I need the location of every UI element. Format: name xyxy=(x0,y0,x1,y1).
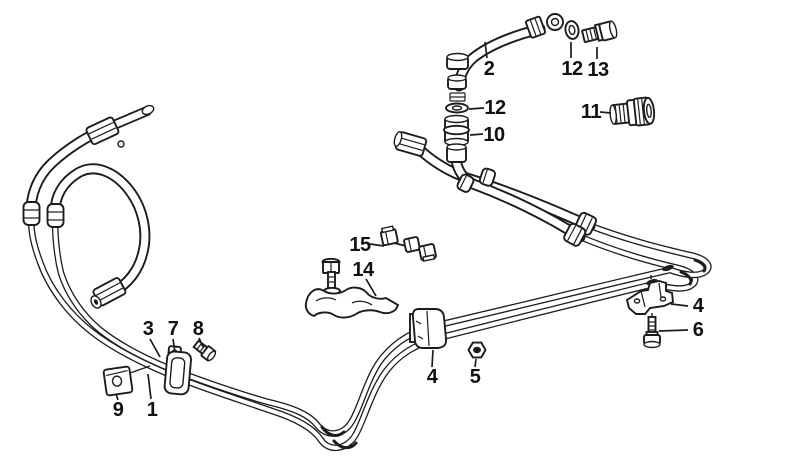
saddle-clamp-14 xyxy=(304,257,400,319)
connector-10 xyxy=(443,114,470,147)
union-hex-fitting xyxy=(393,131,428,157)
callout-3[interactable]: 3 xyxy=(143,318,155,340)
hose-2-end-ferrule xyxy=(446,52,469,102)
callout-12-stack[interactable]: 12 xyxy=(484,97,506,119)
washer-12-stack xyxy=(445,102,469,114)
callout-13[interactable]: 13 xyxy=(587,59,609,81)
callout-leaders xyxy=(115,41,689,401)
nut-5 xyxy=(467,341,487,359)
washer-12-banjo xyxy=(564,20,580,40)
callout-labels: 2 12 13 12 10 11 15 14 4 6 4 5 3 7 8 9 1 xyxy=(113,58,706,421)
callout-7[interactable]: 7 xyxy=(168,318,180,340)
callout-11[interactable]: 11 xyxy=(581,101,602,123)
callout-14[interactable]: 14 xyxy=(352,259,375,281)
clamp-4-center xyxy=(409,308,448,349)
callout-10[interactable]: 10 xyxy=(483,124,505,146)
callout-4-center[interactable]: 4 xyxy=(427,366,440,388)
radiator-fitting-top xyxy=(85,104,155,148)
callout-8[interactable]: 8 xyxy=(193,318,205,340)
callout-1[interactable]: 1 xyxy=(147,399,159,421)
callout-9[interactable]: 9 xyxy=(113,399,125,421)
bracket-4-right xyxy=(625,275,675,315)
left-hose-loop xyxy=(49,163,151,297)
callout-6[interactable]: 6 xyxy=(693,319,705,341)
callout-12-banjo[interactable]: 12 xyxy=(561,58,583,80)
hose-lower-to-stack xyxy=(450,154,586,243)
hose-end-below-10 xyxy=(446,143,467,163)
hose-ferrule-left-outer xyxy=(22,201,41,226)
hose-ferrule-left-inner xyxy=(46,203,65,228)
hose-crimp-ferrules xyxy=(456,167,598,247)
clip-nut-9 xyxy=(102,365,151,397)
callout-15[interactable]: 15 xyxy=(349,234,371,256)
radiator-fitting-bottom xyxy=(90,277,127,309)
callout-2[interactable]: 2 xyxy=(484,58,496,80)
hose-upper-to-union xyxy=(413,143,596,232)
hose-2 xyxy=(453,13,564,92)
clamp-7 xyxy=(163,345,192,396)
bolt-13 xyxy=(581,20,618,43)
left-hose-to-top-fitting xyxy=(25,126,106,221)
callout-4-right[interactable]: 4 xyxy=(693,295,706,317)
callout-5[interactable]: 5 xyxy=(470,366,482,388)
pipe-run-lower xyxy=(27,213,699,452)
clip-15 xyxy=(379,225,437,262)
adapter-11 xyxy=(609,96,656,127)
screw-8 xyxy=(192,339,217,362)
bolt-6 xyxy=(643,313,661,349)
